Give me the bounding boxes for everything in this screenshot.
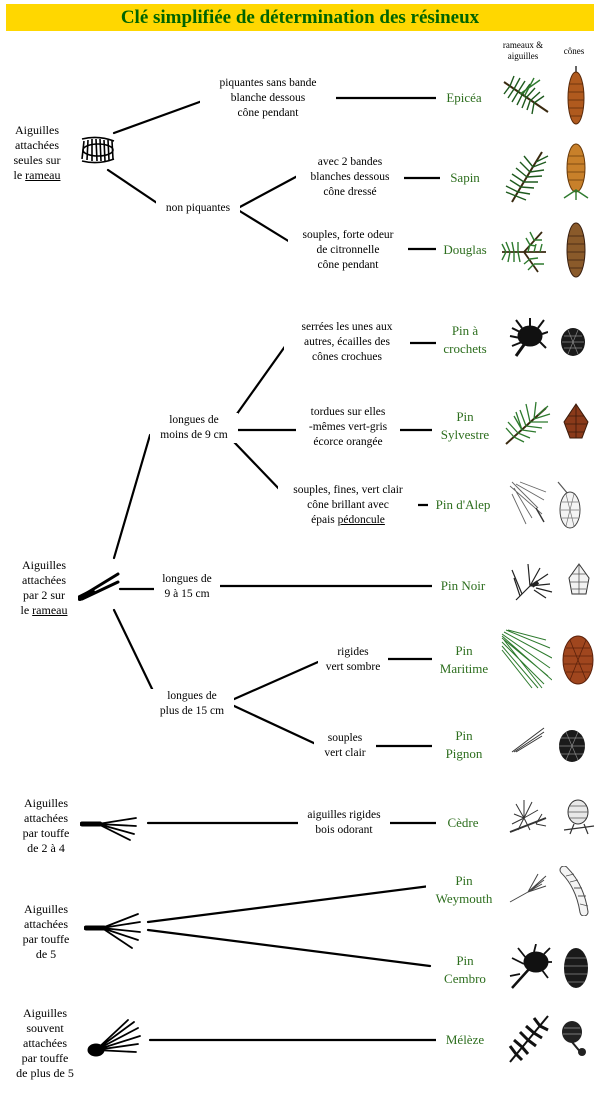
group-single-needles: Aiguilles attachées seules sur le rameau [13, 123, 61, 182]
aleppo-pine-twig-icon [508, 478, 548, 528]
group-tuft-2-4: Aiguilles attachées par touffe de 2 à 4 [22, 796, 70, 855]
group-tuft-5: Aiguilles attachées par touffe de 5 [22, 902, 70, 961]
cedar-twig-icon [506, 796, 548, 836]
group-tuft-more-5: Aiguilles souvent attachées par touffe d… [16, 1006, 74, 1080]
species-epicea: Epicéa [436, 89, 492, 107]
douglas-cone-icon [564, 220, 588, 280]
cedar-cone-icon [562, 796, 596, 836]
needle-tuft-2-4-icon [80, 812, 140, 842]
species-meleze: Mélèze [436, 1031, 494, 1049]
spruce-twig-icon [500, 72, 552, 120]
maritime-pine-cone-icon [560, 632, 596, 686]
rameau-link[interactable]: rameau [25, 168, 61, 182]
criterion-sapin: avec 2 bandes blanches dessous cône dres… [296, 155, 404, 200]
scots-pine-twig-icon [502, 400, 552, 448]
larch-cone-icon [558, 1018, 588, 1056]
page-title: Clé simplifiée de détermination des rési… [6, 4, 594, 31]
criterion-pignon: souples vert clair [314, 731, 376, 761]
aleppo-pine-cone-icon [554, 480, 584, 530]
hook-pine-cone-icon [558, 324, 588, 358]
fir-twig-icon [502, 148, 550, 204]
species-douglas: Douglas [436, 241, 494, 259]
criterion-epicea: piquantes sans bande blanche dessous côn… [200, 76, 336, 121]
header-branches: rameaux & aiguilles [502, 40, 544, 61]
black-pine-twig-icon [510, 560, 554, 602]
scots-pine-cone-icon [560, 402, 592, 442]
needle-tuft-many-icon [84, 1018, 144, 1060]
weymouth-cone-icon [556, 866, 592, 916]
hook-pine-twig-icon [508, 318, 548, 360]
cembro-twig-icon [506, 944, 552, 990]
black-pine-cone-icon [566, 562, 592, 598]
weymouth-twig-icon [508, 872, 548, 908]
rameau-link[interactable]: rameau [32, 603, 68, 617]
species-cedre: Cèdre [436, 814, 490, 832]
criterion-cedre: aiguilles rigides bois odorant [298, 808, 390, 838]
criterion-plus-15cm: longues de plus de 15 cm [150, 689, 234, 719]
maritime-pine-twig-icon [498, 628, 552, 690]
criterion-crochets: serrées les unes aux autres, écailles de… [284, 320, 410, 365]
criterion-douglas: souples, forte odeur de citronnelle cône… [288, 228, 408, 273]
needle-pair-icon [78, 568, 122, 602]
species-pin-noir: Pin Noir [432, 577, 494, 595]
larch-twig-icon [506, 1012, 552, 1064]
spruce-cone-icon [566, 66, 586, 126]
criterion-moins-9cm: longues de moins de 9 cm [150, 413, 238, 443]
criterion-alep: souples, fines, vert clair cône brillant… [278, 483, 418, 528]
pedoncule-link[interactable]: pédoncule [337, 514, 385, 526]
group-pair-needles: Aiguilles attachées par 2 sur le rameau [20, 558, 68, 617]
stone-pine-twig-icon [510, 724, 546, 754]
criterion-sylvestre: tordues sur elles -mêmes vert-gris écorc… [296, 405, 400, 450]
header-cones: cônes [563, 46, 585, 56]
cembro-cone-icon [562, 944, 590, 990]
species-pin-d-alep: Pin d'Alep [428, 496, 498, 514]
criterion-non-piquantes: non piquantes [156, 201, 240, 216]
criterion-maritime: rigides vert sombre [318, 645, 388, 675]
douglas-twig-icon [498, 226, 550, 274]
single-needles-icon [78, 133, 118, 167]
needle-tuft-5-icon [84, 910, 144, 950]
fir-cone-icon [562, 142, 590, 202]
species-sapin: Sapin [440, 169, 490, 187]
stone-pine-cone-icon [556, 724, 588, 764]
criterion-9-15cm: longues de 9 à 15 cm [154, 572, 220, 602]
